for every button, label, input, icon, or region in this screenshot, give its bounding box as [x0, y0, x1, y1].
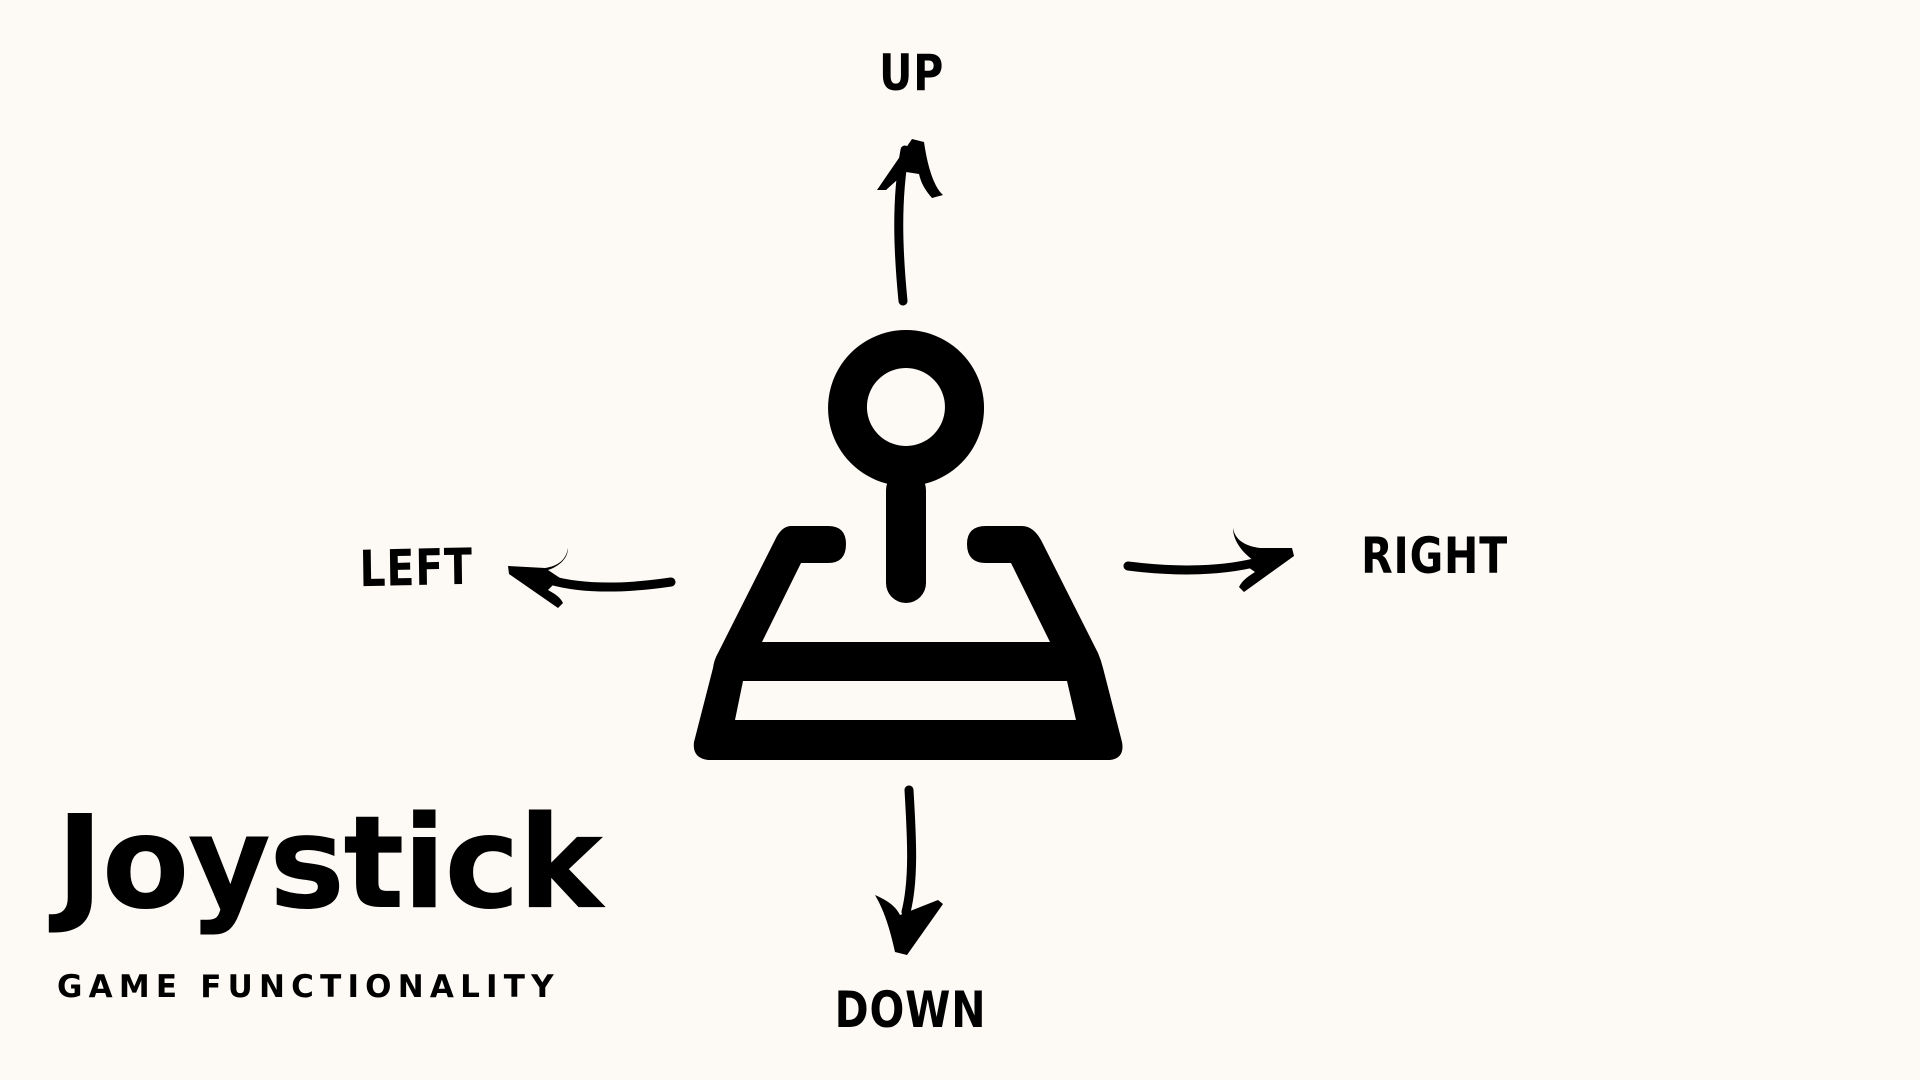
direction-label-left: LEFT — [359, 537, 474, 599]
direction-label-down: DOWN — [834, 981, 987, 1039]
joystick-knob — [828, 330, 985, 486]
page-subtitle: GAME FUNCTIONALITY — [57, 969, 560, 1005]
direction-label-up: UP — [879, 44, 945, 102]
page-title: Joystick — [56, 789, 603, 938]
arrow-right-icon — [1123, 528, 1294, 592]
arrow-left-icon — [508, 548, 676, 608]
joystick-icon — [693, 330, 1123, 760]
joystick-stick — [886, 470, 926, 603]
arrow-up-icon — [877, 139, 943, 306]
joystick-base — [693, 526, 1123, 760]
arrow-down-icon — [875, 785, 943, 955]
direction-label-right: RIGHT — [1361, 527, 1508, 585]
